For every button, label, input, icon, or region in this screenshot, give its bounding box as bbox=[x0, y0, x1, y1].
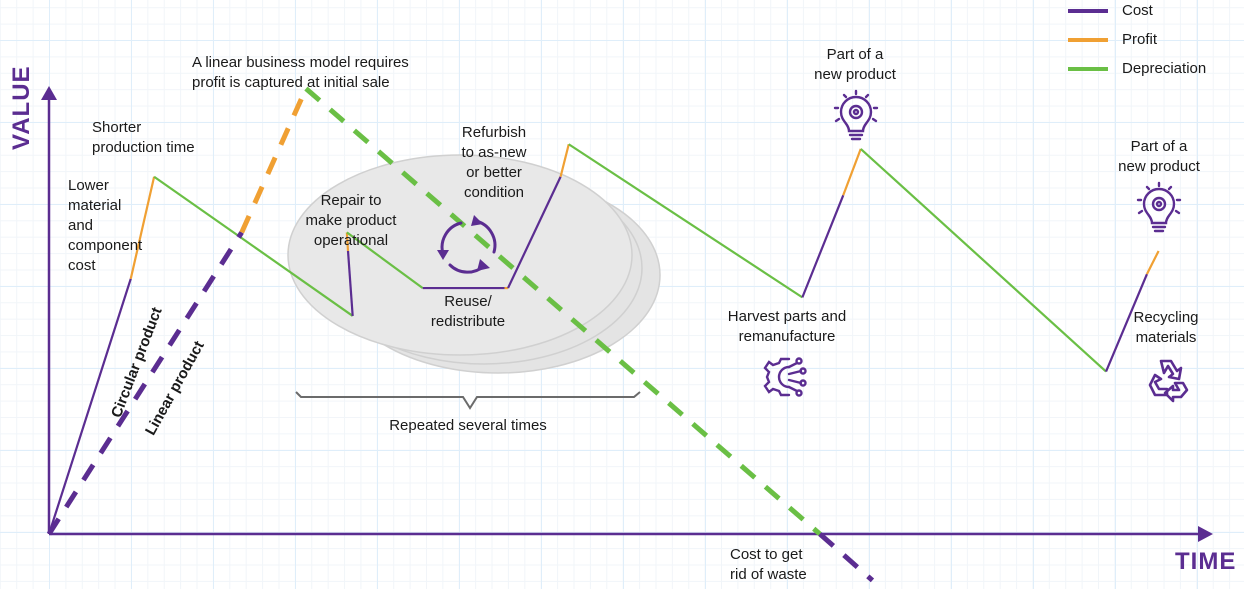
linear-segment-profit bbox=[239, 87, 309, 234]
circular-segment-profit bbox=[345, 232, 350, 252]
circular-segment-profit bbox=[842, 148, 862, 196]
legend-item-depreciation: Depreciation bbox=[1068, 54, 1206, 83]
annotation-waste: Cost to get rid of waste bbox=[730, 546, 807, 583]
lightbulb-gear-icon bbox=[1136, 181, 1182, 233]
circular-segment-cost bbox=[346, 250, 354, 316]
circular-segment-cost bbox=[1105, 273, 1148, 373]
lightbulb-gear-icon bbox=[833, 89, 879, 141]
annotation-part-new-2: Part of a new product bbox=[1118, 138, 1200, 175]
cycle-arrows-icon bbox=[437, 215, 497, 274]
annotation-linear-model: A linear business model requires profit … bbox=[192, 54, 409, 91]
legend-label: Depreciation bbox=[1122, 60, 1207, 77]
circular-segment-profit bbox=[559, 143, 570, 177]
ellipse-front bbox=[287, 154, 633, 356]
series-linear-product bbox=[46, 86, 875, 583]
linear-segment-cost bbox=[818, 532, 875, 583]
x-axis-label: TIME bbox=[1175, 548, 1237, 575]
repeat-brace bbox=[295, 391, 641, 410]
linear-segment-depreciation bbox=[304, 86, 822, 536]
circular-segment-depreciation bbox=[346, 231, 424, 289]
x-axis-arrow bbox=[1198, 526, 1213, 542]
legend-swatch-depreciation bbox=[1068, 66, 1108, 71]
legend-item-cost: Cost bbox=[1068, 0, 1206, 25]
gear-circuit-icon bbox=[763, 357, 807, 397]
circular-segment-depreciation bbox=[153, 175, 354, 317]
annotation-refurbish: Refurbish to as-new or better condition bbox=[461, 124, 527, 201]
legend-swatch-cost bbox=[1068, 8, 1108, 13]
annotation-part-new-1: Part of a new product bbox=[814, 46, 896, 83]
legend-item-profit: Profit bbox=[1068, 25, 1206, 54]
recycle-icon bbox=[1148, 359, 1189, 403]
circular-segment-profit bbox=[129, 176, 156, 280]
series-circular-product bbox=[47, 143, 1160, 535]
annotation-repair: Repair to make product operational bbox=[305, 192, 397, 249]
legend-label: Cost bbox=[1122, 2, 1153, 19]
annotation-lower-cost: Lower material and component cost bbox=[68, 177, 143, 274]
legend-label: Profit bbox=[1122, 31, 1158, 48]
circular-segment-depreciation bbox=[860, 148, 1107, 373]
y-axis-label: VALUE bbox=[8, 65, 35, 150]
axes bbox=[41, 86, 1213, 542]
circular-segment-cost bbox=[801, 194, 845, 298]
circular-segment-cost bbox=[507, 176, 562, 289]
annotation-shorter-production: Shorter production time bbox=[92, 119, 195, 156]
legend-swatch-profit bbox=[1068, 37, 1108, 42]
series-layer bbox=[46, 86, 1160, 583]
circular-segment-depreciation bbox=[568, 143, 803, 299]
legend: Cost Profit Depreciation bbox=[1068, 0, 1206, 83]
annotation-repeated: Repeated several times bbox=[389, 417, 547, 434]
annotation-recycling: Recycling materials bbox=[1133, 309, 1199, 346]
y-axis-arrow bbox=[41, 86, 57, 100]
circular-segment-cost bbox=[47, 278, 132, 535]
annotation-harvest: Harvest parts and remanufacture bbox=[727, 308, 847, 345]
circular-segment-profit bbox=[1145, 250, 1160, 275]
linear-segment-cost bbox=[46, 231, 244, 536]
annotation-reuse: Reuse/ redistribute bbox=[430, 293, 506, 330]
